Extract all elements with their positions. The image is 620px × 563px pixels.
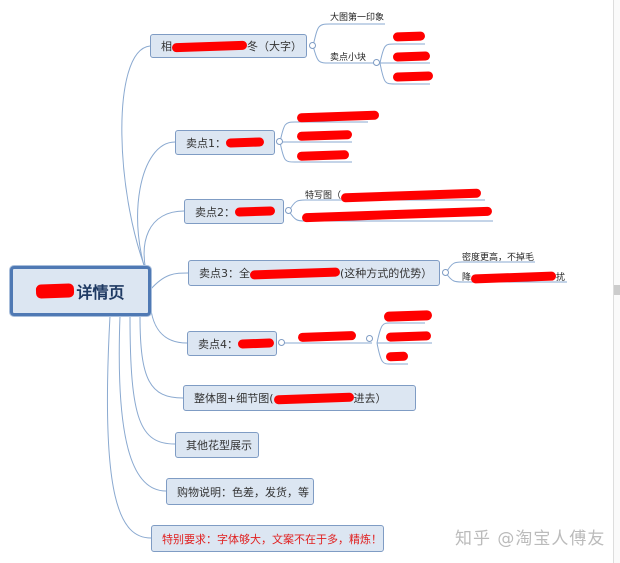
redaction	[385, 331, 432, 342]
node-label: (这种方式的优势）	[340, 267, 433, 280]
node-selling-point-1[interactable]: 卖点1：	[175, 130, 275, 155]
leaf-reduce[interactable]: 降扰	[462, 270, 566, 284]
node-selling-point-2[interactable]: 卖点2：	[184, 199, 284, 224]
redaction	[392, 71, 434, 82]
root-node[interactable]: 详情页	[10, 266, 151, 316]
node-selling-point-3[interactable]: 卖点3：全 (这种方式的优势）	[188, 260, 440, 286]
watermark: 知乎 @淘宝人傅友	[455, 529, 606, 549]
redaction	[273, 392, 354, 404]
node-label: 卖点4：	[198, 337, 238, 351]
node-label: 整体图+细节图(	[194, 392, 274, 405]
redaction	[36, 283, 75, 299]
redaction	[340, 188, 482, 203]
node-label: 卖点1：	[186, 136, 226, 150]
node-other-patterns[interactable]: 其他花型展示	[175, 432, 259, 458]
collapse-toggle[interactable]	[373, 59, 380, 66]
node-special-requirements[interactable]: 特别要求：字体够大，文案不在于多，精炼！	[151, 525, 384, 552]
redaction	[470, 271, 557, 284]
leaf-label: 特写图（	[305, 191, 342, 201]
node-label: 卖点3：全	[199, 267, 250, 280]
redaction	[296, 130, 353, 141]
vertical-scrollbar[interactable]	[613, 0, 620, 563]
node-label: 冬（大字）	[247, 40, 302, 53]
collapse-toggle[interactable]	[276, 138, 283, 145]
node-selling-point-4[interactable]: 卖点4：	[187, 331, 277, 356]
leaf-closeup[interactable]: 特写图（	[305, 188, 482, 203]
root-label: 详情页	[76, 283, 125, 302]
redaction	[225, 137, 265, 148]
redaction	[392, 31, 426, 42]
node-label: 进去）	[353, 392, 387, 405]
node-label: 特别要求：字体够大，文案不在于多，精炼！	[162, 532, 382, 546]
node-main-image[interactable]: 相 冬（大字）	[150, 34, 307, 58]
redaction	[171, 40, 248, 52]
leaf-selling-blocks[interactable]: 卖点小块	[330, 53, 367, 63]
leaf-label: 降	[462, 273, 472, 283]
leaf-label: 密度更高，不掉毛	[462, 253, 535, 263]
redaction	[296, 150, 350, 161]
node-shopping-notes[interactable]: 购物说明：色差，发货，等	[166, 478, 314, 505]
node-label: 卖点2：	[195, 205, 235, 219]
redaction	[383, 310, 433, 322]
redaction	[234, 206, 276, 217]
collapse-toggle[interactable]	[278, 339, 285, 346]
scrollbar-thumb[interactable]	[614, 285, 620, 295]
redaction	[392, 51, 431, 62]
redaction	[249, 266, 341, 280]
leaf-label: 扰	[556, 273, 566, 283]
redaction	[237, 338, 275, 349]
collapse-toggle[interactable]	[285, 207, 292, 214]
collapse-toggle[interactable]	[366, 335, 373, 342]
node-label: 其他花型展示	[186, 439, 252, 452]
node-label: 购物说明：色差，发货，等	[177, 485, 309, 499]
redaction	[385, 351, 409, 362]
collapse-toggle[interactable]	[442, 269, 449, 276]
leaf-density[interactable]: 密度更高，不掉毛	[462, 250, 534, 263]
node-overall-detail[interactable]: 整体图+细节图( 进去）	[183, 385, 416, 411]
node-label: 相	[161, 40, 172, 53]
leaf-first-impression[interactable]: 大图第一印象	[330, 13, 385, 23]
collapse-toggle[interactable]	[309, 42, 316, 49]
